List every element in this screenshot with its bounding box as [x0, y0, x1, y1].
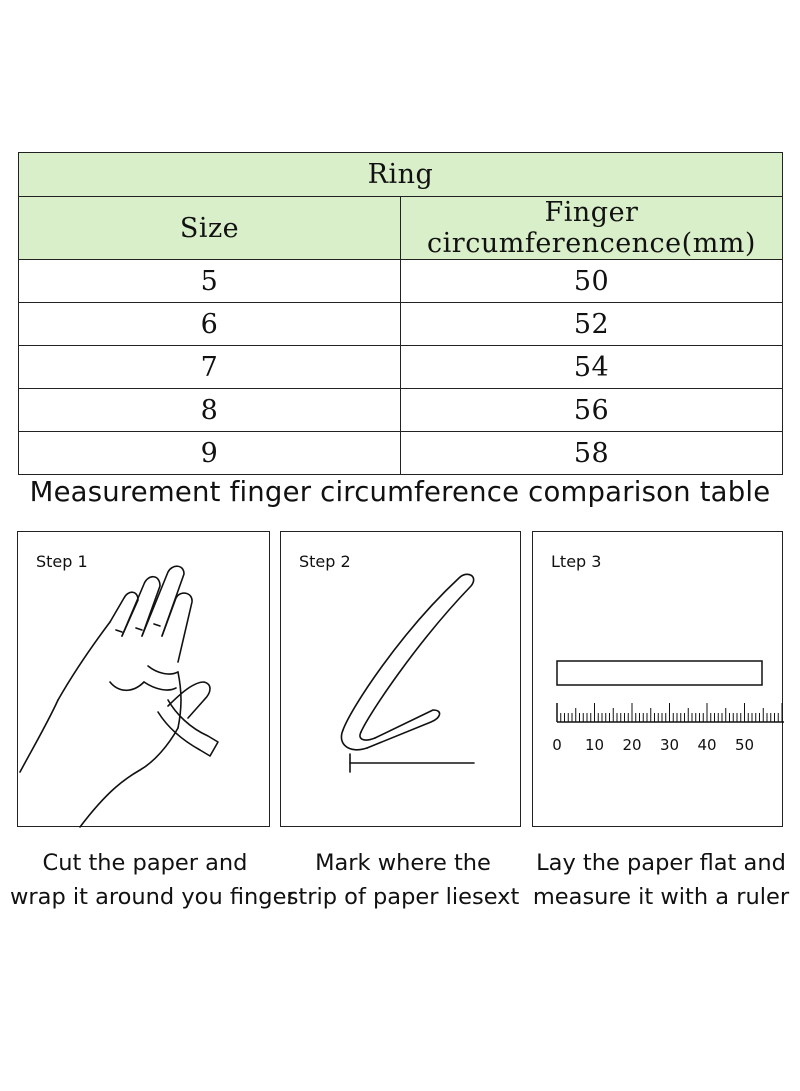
table-title-row: Ring [18, 152, 783, 197]
circumference-cell: 52 [400, 302, 783, 346]
size-cell: 9 [18, 431, 401, 475]
table-header-row: Size Finger circumferencence(mm) [18, 196, 783, 260]
size-cell: 5 [18, 259, 401, 303]
instruction-line: Cut the paper and [42, 850, 248, 876]
ring-size-table: Ring Size Finger circumferencence(mm) 5 … [18, 152, 783, 475]
table-title: Ring [18, 152, 783, 197]
folded-paper-strip-icon [340, 573, 475, 773]
table-caption: Measurement finger circumference compari… [29, 476, 771, 508]
circumference-cell: 50 [400, 259, 783, 303]
step-3-instruction: Lay the paper flat and measure it with a… [530, 846, 792, 914]
step-1-label: Step 1 [36, 552, 88, 571]
circumference-cell: 56 [400, 388, 783, 432]
step-3-label: Ltep 3 [551, 552, 602, 571]
step-1-panel: Step 1 [17, 531, 270, 828]
step-2-instruction: Mark where the strip of paper liesext [283, 846, 523, 914]
ruler-number: 30 [660, 736, 679, 754]
table-row: 8 56 [18, 388, 783, 432]
size-cell: 6 [18, 302, 401, 346]
ruler-ticks [556, 703, 783, 722]
circumference-cell: 58 [400, 431, 783, 475]
step-2-panel: Step 2 [280, 531, 521, 827]
hand-wrapping-paper-icon [19, 565, 219, 828]
table-row: 9 58 [18, 431, 783, 475]
ruler-number: 0 [552, 736, 562, 754]
instruction-line: Lay the paper flat and [536, 850, 786, 876]
step-2-label: Step 2 [299, 552, 351, 571]
table-row: 6 52 [18, 302, 783, 346]
table-row: 7 54 [18, 345, 783, 389]
instruction-line: wrap it around you finger [10, 884, 296, 910]
header-circumference: Finger circumferencence(mm) [400, 196, 783, 260]
instruction-line: measure it with a ruler [532, 884, 790, 910]
table-row: 5 50 [18, 259, 783, 303]
ruler-number: 40 [697, 736, 716, 754]
ruler-number: 50 [735, 736, 754, 754]
ruler-numbers: 0 10 20 30 40 50 [552, 736, 754, 754]
ruler-number: 10 [585, 736, 604, 754]
size-cell: 7 [18, 345, 401, 389]
circumference-cell: 54 [400, 345, 783, 389]
step-3-panel: 0 10 20 30 40 50 Ltep 3 [532, 531, 784, 827]
instruction-line: strip of paper liesext [286, 884, 520, 910]
instruction-line: Mark where the [315, 850, 491, 876]
header-size: Size [18, 196, 401, 260]
ruler-measure-icon: 0 10 20 30 40 50 [552, 660, 784, 754]
step-1-instruction: Cut the paper and wrap it around you fin… [10, 846, 296, 914]
paper-strip [556, 660, 763, 686]
ruler-number: 20 [622, 736, 641, 754]
size-cell: 8 [18, 388, 401, 432]
